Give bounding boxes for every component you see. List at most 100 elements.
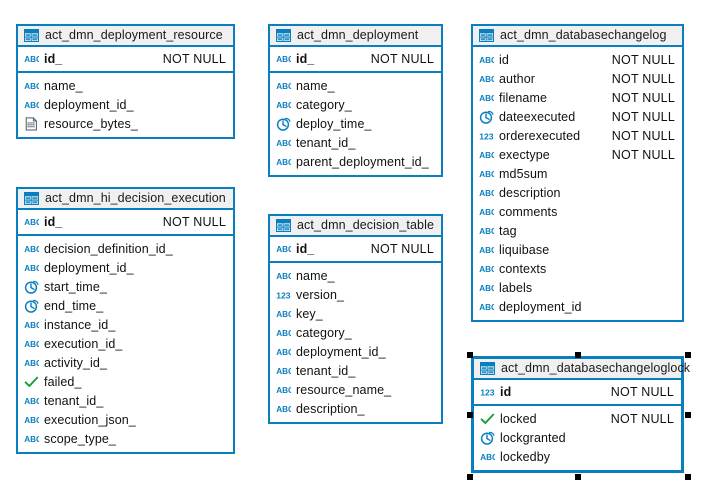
entity-header[interactable]: act_dmn_decision_table: [270, 216, 441, 237]
selection-handle-e[interactable]: [685, 411, 691, 418]
column-name: id_: [296, 241, 315, 256]
abc-icon: ABC: [24, 79, 39, 93]
svg-text:ABC: ABC: [24, 101, 39, 110]
selection-handle-nw[interactable]: [467, 352, 473, 358]
column-name: deployment_id: [499, 299, 582, 314]
entity-title: act_dmn_deployment_resource: [45, 28, 223, 42]
column-row[interactable]: end_time_: [18, 296, 233, 315]
column-name: category_: [296, 97, 352, 112]
svg-text:ABC: ABC: [24, 416, 39, 425]
column-name: comments: [499, 204, 558, 219]
entity-header[interactable]: act_dmn_deployment_resource: [18, 26, 233, 47]
svg-text:ABC: ABC: [479, 56, 494, 65]
svg-text:ABC: ABC: [276, 405, 291, 414]
entity-header[interactable]: act_dmn_hi_decision_execution: [18, 189, 233, 210]
svg-text:123: 123: [276, 290, 291, 300]
abc-icon: ABC: [24, 432, 39, 446]
abc-icon: ABC: [276, 364, 291, 378]
table-icon: [24, 191, 39, 205]
selection-handle-n[interactable]: [574, 352, 581, 358]
column-row[interactable]: resource_bytes_: [18, 114, 233, 133]
selection-handle-sw[interactable]: [467, 474, 473, 480]
column-constraint: NOT NULL: [610, 411, 674, 426]
selection-handle-se[interactable]: [685, 474, 691, 480]
column-row[interactable]: start_time_: [18, 277, 233, 296]
selection-handle-s[interactable]: [574, 474, 581, 480]
selection-handle-w[interactable]: [467, 411, 473, 418]
svg-text:ABC: ABC: [276, 310, 291, 319]
entity-header[interactable]: act_dmn_databasechangelog: [473, 26, 682, 47]
column-row[interactable]: deploy_time_: [270, 114, 441, 133]
number-icon: 123: [479, 129, 494, 143]
svg-text:ABC: ABC: [480, 453, 495, 462]
column-constraint: NOT NULL: [610, 384, 674, 399]
abc-icon: ABC: [276, 269, 291, 283]
column-name: tag: [499, 223, 517, 238]
column-name: execution_id_: [44, 336, 123, 351]
abc-icon: ABC: [276, 98, 291, 112]
svg-text:ABC: ABC: [479, 170, 494, 179]
column-constraint: NOT NULL: [611, 128, 675, 143]
column-constraint: NOT NULL: [162, 51, 226, 66]
column-name: lockgranted: [500, 430, 566, 445]
abc-icon: ABC: [276, 307, 291, 321]
svg-text:ABC: ABC: [479, 75, 494, 84]
selection-handle-ne[interactable]: [685, 352, 691, 358]
column-row[interactable]: failed_: [18, 372, 233, 391]
column-row[interactable]: ABC category_: [270, 95, 441, 114]
entity-header[interactable]: act_dmn_deployment: [270, 26, 441, 47]
entity-header[interactable]: act_dmn_databasechangeloglock: [474, 359, 690, 380]
column-constraint: NOT NULL: [611, 52, 675, 67]
column-row[interactable]: lockgranted: [474, 428, 681, 447]
